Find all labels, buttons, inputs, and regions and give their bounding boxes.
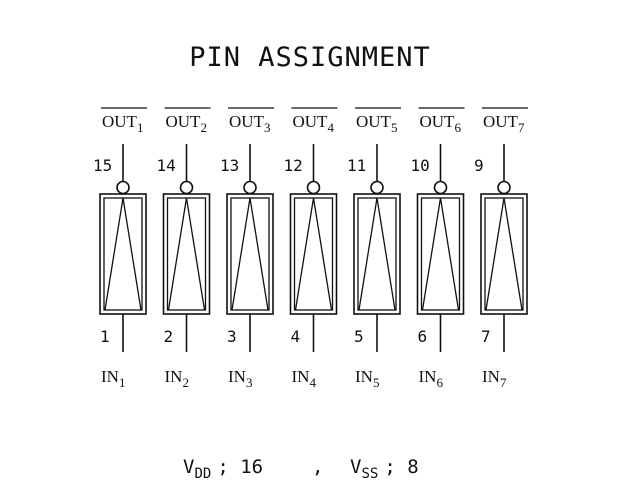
inversion-bubble [243,180,257,195]
buffer-body-inner [103,197,143,311]
output-label: OUT5 [356,112,397,135]
buffer-body-inner [420,197,461,311]
buffer-body-inner [230,197,270,311]
input-pin-number: 1 [100,327,110,346]
buffer-triangle-symbol [104,197,142,311]
input-pin-number: 7 [481,327,491,346]
vss-label: VSS; 8 [350,456,419,482]
inversion-bubble [179,180,194,195]
inversion-bubble [116,180,130,195]
buffer-triangle-symbol [167,197,206,311]
input-label: IN4 [292,367,317,390]
buffer-triangle-symbol [231,197,269,311]
output-pin-number: 11 [347,156,366,175]
output-pin-number: 12 [284,156,303,175]
input-label: IN7 [482,367,507,390]
inversion-bubble [370,180,384,195]
diagram-title: PIN ASSIGNMENT [189,42,431,73]
output-label: OUT4 [293,112,335,135]
buffer-body-inner [484,197,524,311]
output-pin-number: 15 [93,156,112,175]
input-label: IN3 [228,367,252,390]
separator: , [312,456,323,478]
vdd-label: VDD; 16 [183,456,263,482]
output-label: OUT7 [483,112,525,135]
output-pin-number: 9 [474,156,484,175]
buffer-body-inner [357,197,397,311]
buffer-triangle-symbol [358,197,396,311]
output-label: OUT2 [166,112,207,135]
buffer-triangle-symbol [485,197,523,311]
buffer-triangle-symbol [421,197,460,311]
output-label: OUT1 [102,112,143,135]
inversion-bubble [433,180,448,195]
output-pin-number: 13 [220,156,239,175]
output-label: OUT6 [420,112,462,135]
input-pin-number: 3 [227,327,237,346]
input-label: IN1 [101,367,125,390]
input-pin-number: 4 [291,327,301,346]
buffer-body-inner [293,197,334,311]
input-pin-number: 5 [354,327,364,346]
input-pin-number: 2 [164,327,174,346]
buffer-triangle-symbol [294,197,333,311]
inversion-bubble [497,180,511,195]
output-label: OUT3 [229,112,270,135]
buffer-body-inner [166,197,207,311]
output-pin-number: 10 [411,156,430,175]
input-label: IN2 [165,367,189,390]
inversion-bubble [306,180,321,195]
output-pin-number: 14 [157,156,176,175]
power-pins-note: VDD; 16 , VSS; 8 [183,456,419,482]
input-pin-number: 6 [418,327,428,346]
input-label: IN5 [355,367,379,390]
input-label: IN6 [419,367,444,390]
